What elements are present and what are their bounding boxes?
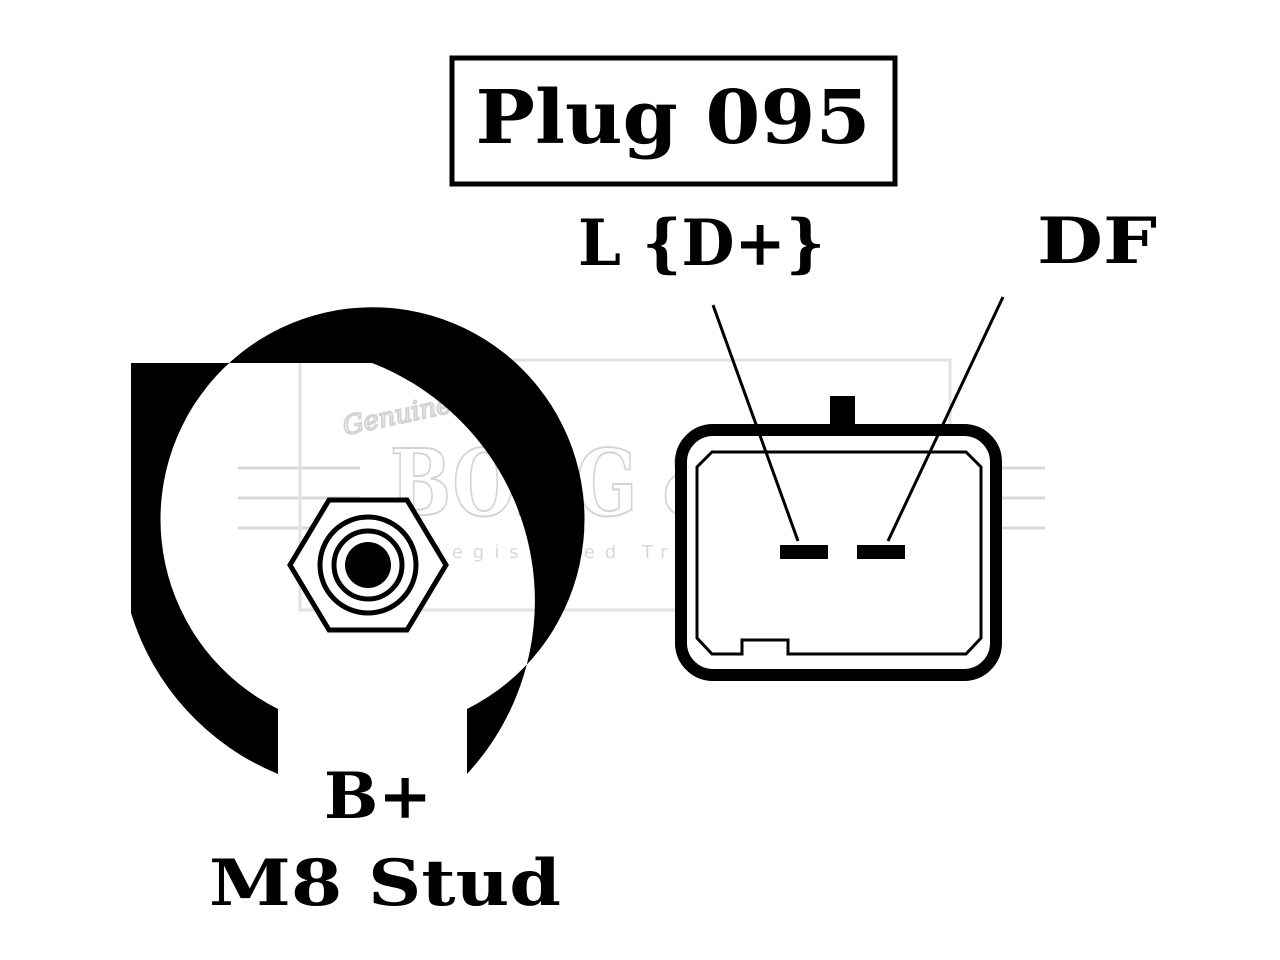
b-plus-terminal <box>131 307 585 774</box>
terminal-housing-shape <box>131 307 585 774</box>
plug-connector <box>675 396 1002 681</box>
leader-lines <box>711 296 1005 542</box>
leader-line-l <box>711 304 800 542</box>
connector-inner-outline <box>695 450 983 656</box>
plug-title-text: Plug 095 <box>476 75 871 161</box>
leader-line-df <box>886 296 1005 542</box>
stud-label: M8 Stud <box>209 846 561 921</box>
pin-right-label: DF <box>1037 204 1157 279</box>
plug-title: Plug 095 <box>449 55 898 187</box>
terminal-label: B+ <box>324 759 432 834</box>
plug-title-box <box>449 55 898 187</box>
connector-outer-shell <box>675 424 1002 681</box>
pin-df <box>857 545 905 559</box>
stud-nut-icon <box>287 497 449 633</box>
stud-thread <box>345 542 391 588</box>
pin-l-d-plus <box>780 545 828 559</box>
pin-left-label: L {D+} <box>578 206 825 281</box>
